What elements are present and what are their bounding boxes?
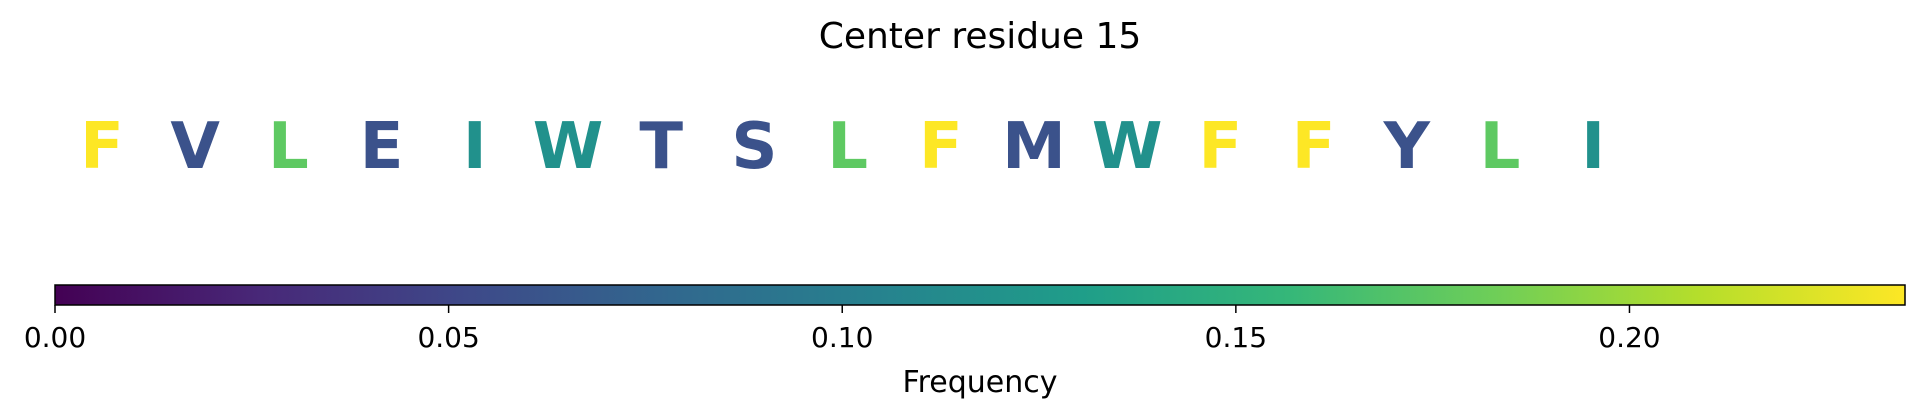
colorbar-ticks: 0.00 0.05 0.10 0.15 0.20 — [24, 305, 1661, 354]
residue-letter-15: Y — [1383, 110, 1431, 184]
colorbar-tick-label: 0.00 — [24, 321, 86, 354]
residue-letter-7: T — [639, 110, 683, 184]
colorbar-tick-label: 0.15 — [1205, 321, 1267, 354]
residue-letter-3: L — [268, 110, 309, 184]
colorbar-tick-label: 0.10 — [811, 321, 873, 354]
residue-letter-11: M — [1002, 110, 1066, 184]
colorbar-label: Frequency — [903, 365, 1058, 400]
residue-letter-9: L — [827, 110, 868, 184]
residue-letter-14: F — [1292, 110, 1336, 184]
residue-letter-8: S — [731, 110, 777, 184]
colorbar-bar — [54, 284, 1906, 306]
colorbar-tick-label: 0.20 — [1598, 321, 1660, 354]
colorbar-tick-label: 0.05 — [417, 321, 479, 354]
residue-letter-12: W — [1092, 110, 1163, 184]
residue-letter-1: F — [80, 110, 124, 184]
residue-letter-6: W — [533, 110, 604, 184]
residue-letter-13: F — [1199, 110, 1243, 184]
chart-title: Center residue 15 — [819, 16, 1142, 57]
residue-letter-2: V — [170, 110, 220, 184]
residue-letter-5: I — [463, 110, 487, 184]
residue-letter-10: F — [919, 110, 963, 184]
colorbar: 0.00 0.05 0.10 0.15 0.20 Frequency — [24, 284, 1906, 400]
residue-letter-16: L — [1480, 110, 1521, 184]
residue-letter-17: I — [1581, 110, 1605, 184]
residue-letter-4: E — [360, 110, 404, 184]
